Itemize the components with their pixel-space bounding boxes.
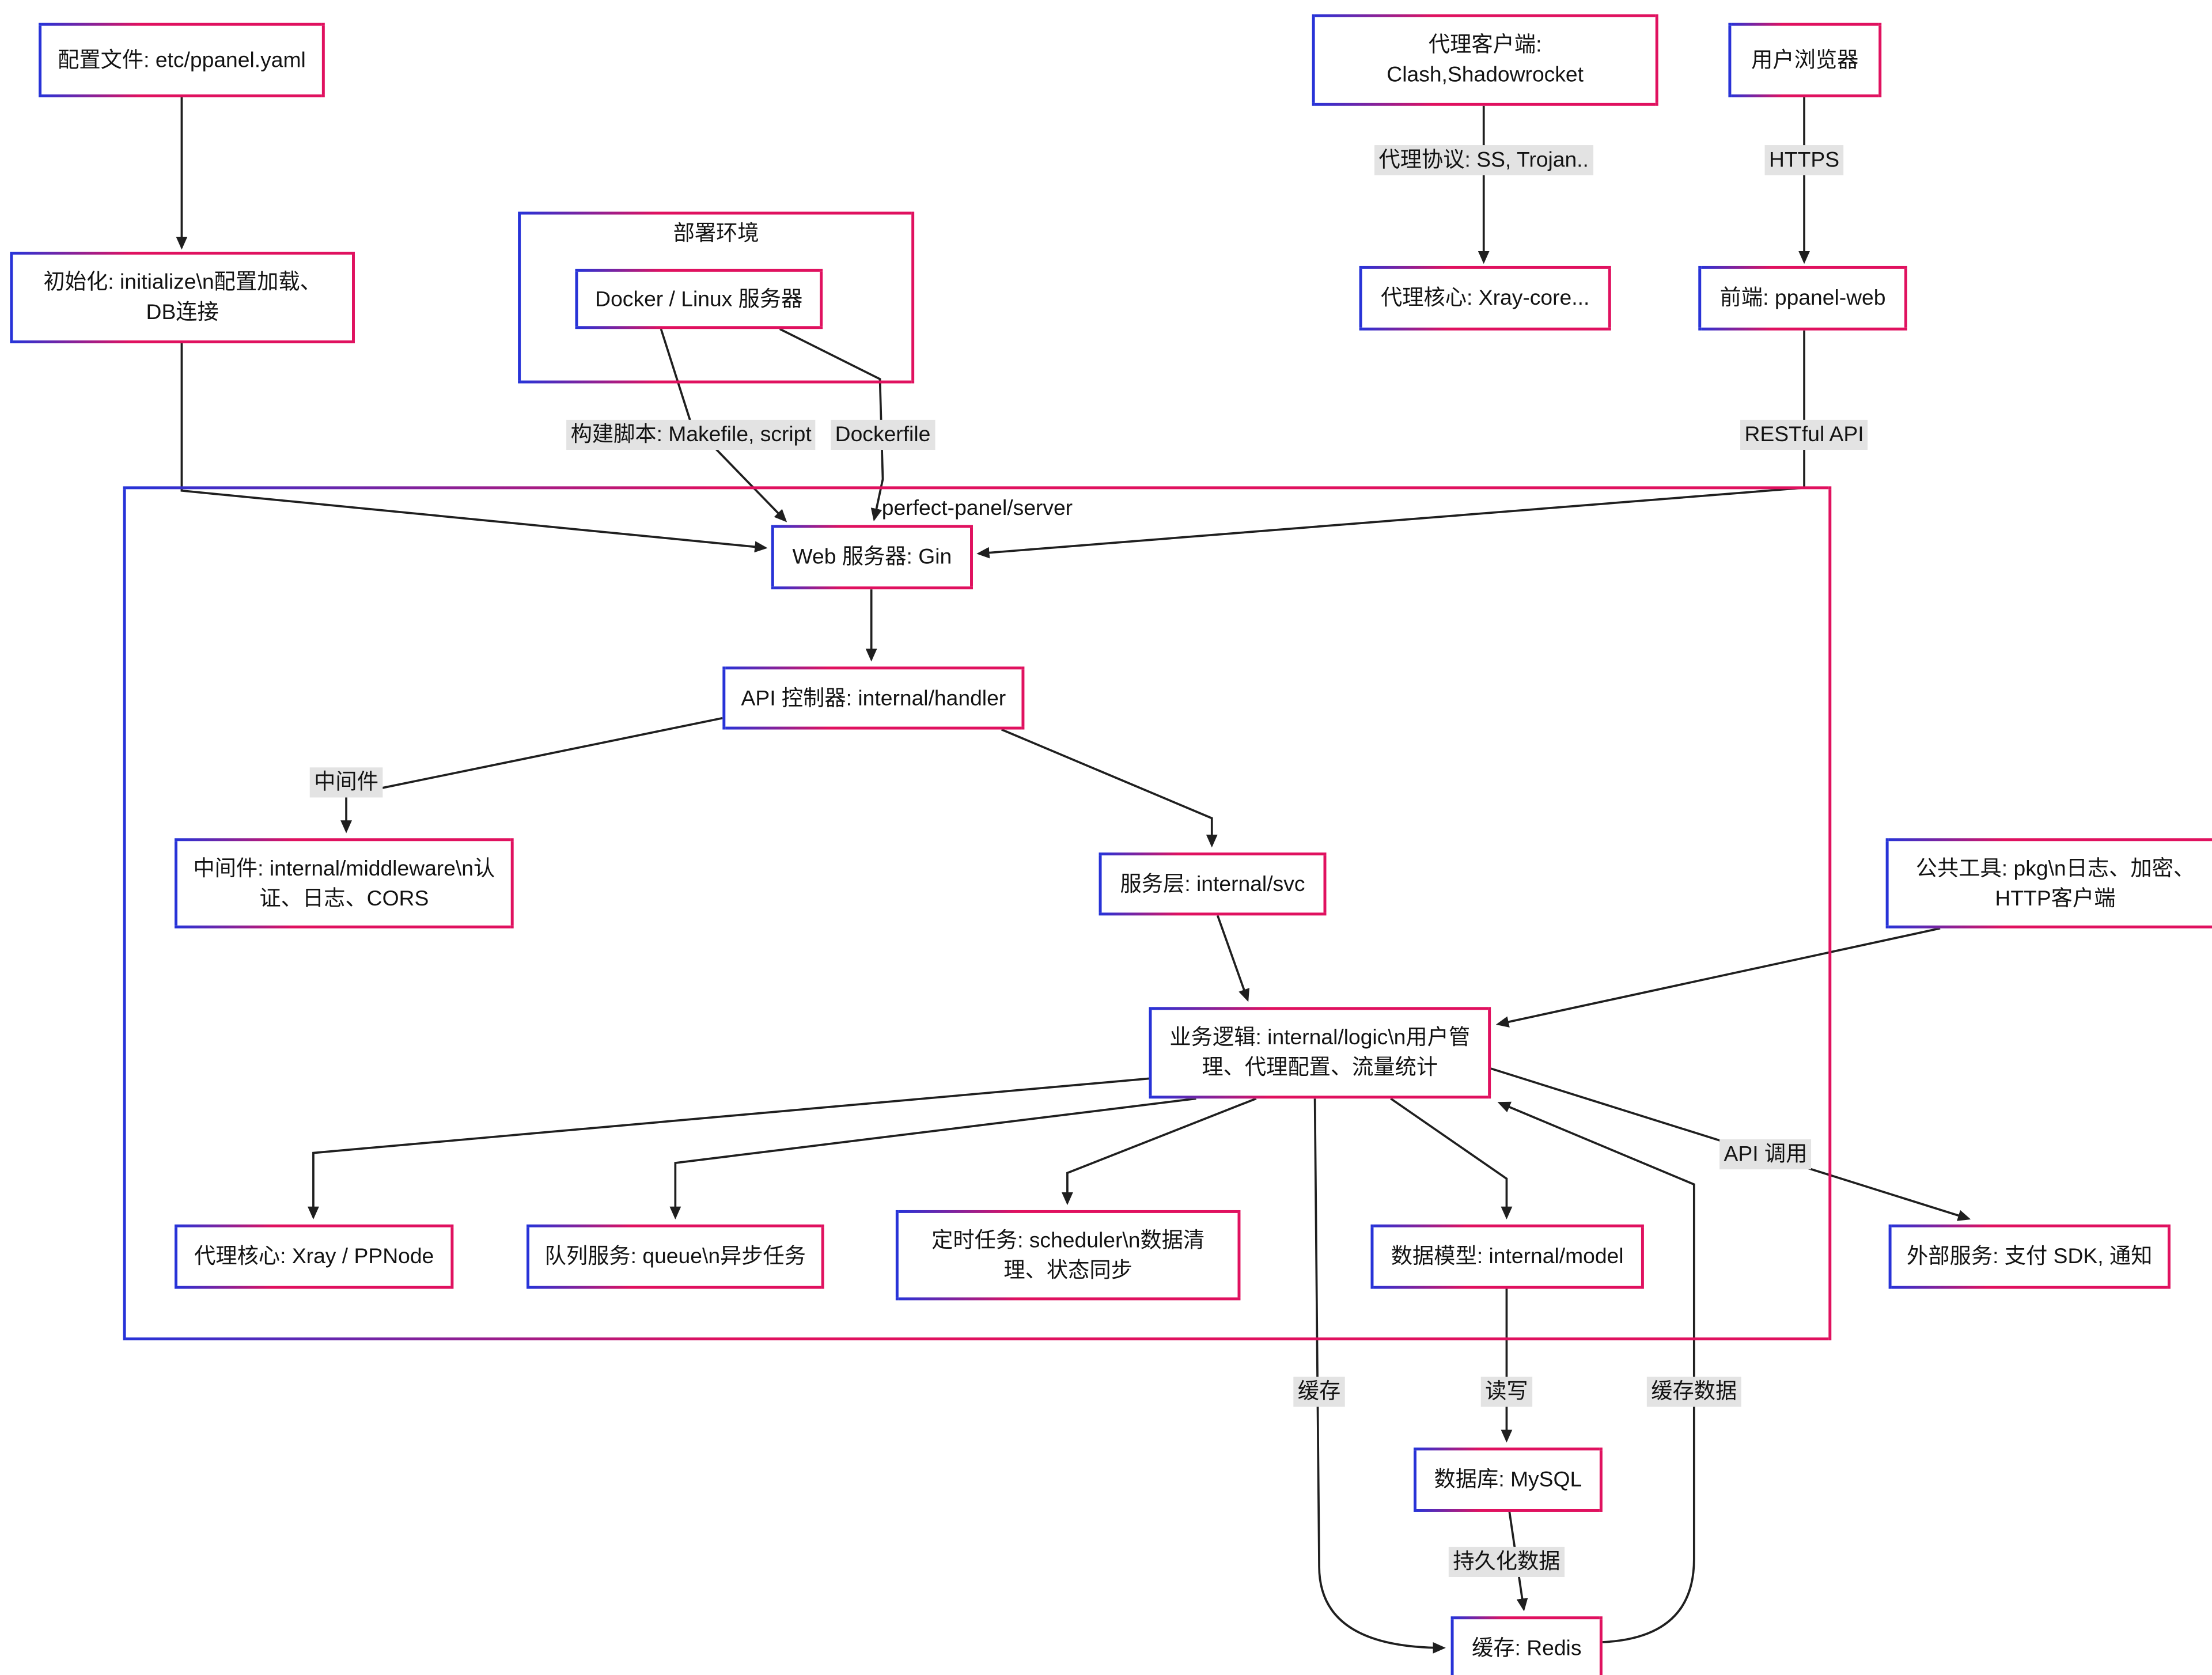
subgraph-title-deploy-env: 部署环境 — [673, 221, 759, 247]
node-business-logic: 业务逻辑: internal/logic\n用户管理、代理配置、流量统计 — [1149, 1007, 1491, 1099]
node-label-line: 数据模型: internal/model — [1391, 1244, 1624, 1269]
node-proxy-client: 代理客户端: Clash,Shadowrocket — [1312, 14, 1658, 106]
node-label-line: 定时任务: scheduler\n数据清 — [931, 1227, 1205, 1253]
edge-label-https: HTTPS — [1764, 145, 1844, 176]
node-label-line: Web 服务器: Gin — [792, 545, 952, 570]
node-label-line: 代理核心: Xray-core... — [1381, 286, 1590, 310]
node-label-line: API 控制器: internal/handler — [741, 685, 1006, 711]
node-queue-service: 队列服务: queue\n异步任务 — [527, 1224, 824, 1289]
node-label-line: 业务逻辑: internal/logic\n用户管 — [1169, 1025, 1471, 1050]
node-external-services: 外部服务: 支付 SDK, 通知 — [1888, 1224, 2171, 1289]
subgraph-title-perfect-panel-server: perfect-panel/server — [881, 496, 1073, 521]
node-service-layer-svc: 服务层: internal/svc — [1099, 852, 1327, 916]
node-middleware: 中间件: internal/middleware\n认证、日志、CORS — [175, 838, 514, 929]
node-data-model: 数据模型: internal/model — [1370, 1224, 1644, 1289]
node-label-line: 服务层: internal/svc — [1120, 871, 1305, 896]
node-database-mysql: 数据库: MySQL — [1413, 1447, 1603, 1512]
edge-cache-redis-to-business-logic — [1497, 1101, 1695, 1643]
node-label-line: 公共工具: pkg\n日志、加密、 — [1915, 856, 2195, 881]
edge-label-build-script: 构建脚本: Makefile, script — [566, 419, 816, 450]
node-api-handler: API 控制器: internal/handler — [722, 666, 1025, 730]
node-frontend-ppanel-web: 前端: ppanel-web — [1698, 266, 1907, 331]
edge-business-logic-to-cache-redis — [1313, 1098, 1446, 1654]
node-label-line: Clash,Shadowrocket — [1387, 63, 1584, 88]
node-cache-redis: 缓存: Redis — [1450, 1616, 1603, 1675]
node-label-line: 外部服务: 支付 SDK, 通知 — [1907, 1244, 2153, 1269]
edge-label-middleware-label: 中间件 — [309, 767, 383, 798]
node-config-file: 配置文件: etc/ppanel.yaml — [39, 22, 325, 97]
edge-label-api-call: API 调用 — [1719, 1139, 1812, 1170]
node-proxy-core-xray: 代理核心: Xray-core... — [1359, 266, 1611, 331]
node-label-line: 初始化: initialize\n配置加载、 — [43, 270, 321, 295]
node-label-line: 缓存: Redis — [1471, 1636, 1582, 1661]
node-initialize: 初始化: initialize\n配置加载、 DB连接 — [10, 252, 355, 344]
node-label-line: 数据库: MySQL — [1434, 1467, 1582, 1492]
node-label-line: Docker / Linux 服务器 — [595, 286, 803, 312]
node-label-line: 前端: ppanel-web — [1719, 286, 1886, 310]
node-label-line: 队列服务: queue\n异步任务 — [544, 1244, 806, 1269]
edge-label-cache: 缓存 — [1293, 1377, 1345, 1407]
node-proxy-core-ppnode: 代理核心: Xray / PPNode — [175, 1224, 454, 1289]
edge-label-dockerfile: Dockerfile — [831, 419, 935, 450]
node-label-line: 理、代理配置、流量统计 — [1202, 1055, 1438, 1080]
node-scheduler: 定时任务: scheduler\n数据清理、状态同步 — [895, 1210, 1241, 1301]
node-label-line: 配置文件: etc/ppanel.yaml — [58, 48, 306, 73]
node-label-line: 代理客户端: — [1428, 33, 1542, 58]
edge-label-persist-data: 持久化数据 — [1448, 1547, 1565, 1577]
node-docker-linux-server: Docker / Linux 服务器 — [575, 268, 823, 329]
node-web-server-gin: Web 服务器: Gin — [771, 525, 973, 590]
edge-label-cache-data: 缓存数据 — [1646, 1377, 1741, 1407]
node-label-line: 用户浏览器 — [1751, 48, 1859, 73]
node-label-line: 中间件: internal/middleware\n认 — [193, 856, 495, 881]
edge-label-read-write: 读写 — [1480, 1377, 1533, 1407]
node-label-line: 证、日志、CORS — [259, 886, 429, 911]
edge-label-proxy-protocol: 代理协议: SS, Trojan.. — [1374, 145, 1593, 176]
node-label-line: 代理核心: Xray / PPNode — [194, 1244, 434, 1269]
node-user-browser: 用户浏览器 — [1728, 22, 1882, 97]
edge-label-restful-api: RESTful API — [1740, 419, 1869, 450]
node-label-line: HTTP客户端 — [1995, 886, 2116, 911]
node-label-line: DB连接 — [146, 300, 219, 325]
node-label-line: 理、状态同步 — [1003, 1258, 1132, 1283]
node-common-tools-pkg: 公共工具: pkg\n日志、加密、 HTTP客户端 — [1885, 838, 2212, 929]
